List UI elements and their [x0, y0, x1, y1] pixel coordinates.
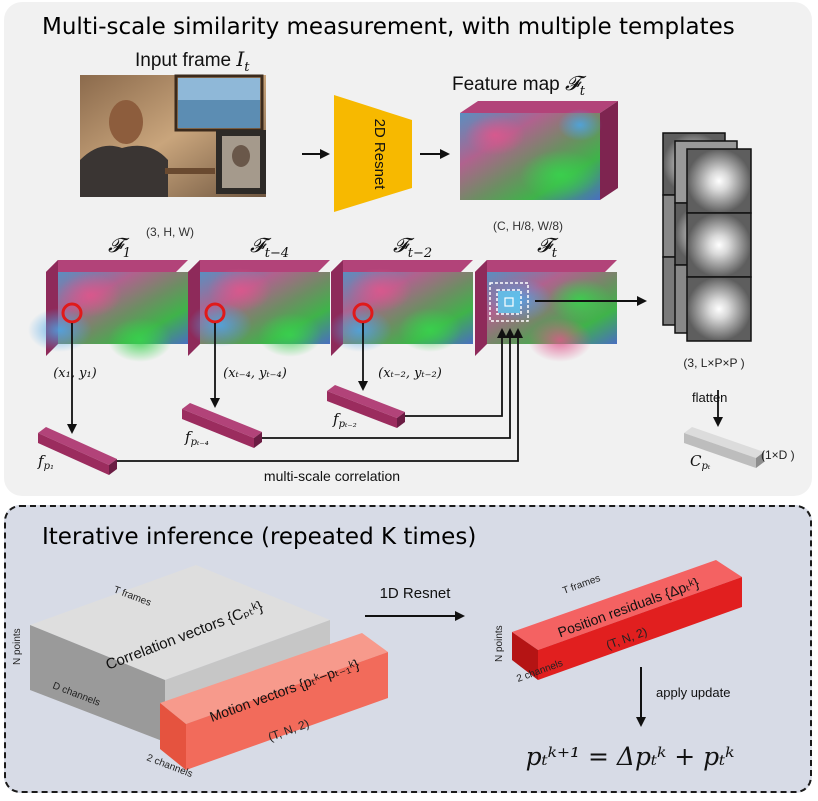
- inference-title: Iterative inference (repeated K times): [42, 524, 477, 550]
- template-point-marker-1: [61, 302, 83, 324]
- resnet-1d-label: 1D Resnet: [380, 585, 452, 602]
- correlation-map-3: [686, 148, 752, 342]
- coord-label-t-4: (xₜ₋₄, yₜ₋₄): [223, 366, 287, 381]
- residual-t-frames-label: T frames: [561, 573, 602, 597]
- correlation-shape-label: (3, L×P×P ): [683, 356, 744, 370]
- motion-vectors-block: [160, 633, 388, 770]
- template-label-t-4: fpₜ₋₄: [184, 428, 209, 448]
- multiscale-windows: [489, 282, 529, 322]
- feature-map-label-t-2: 𝓕t−2: [393, 233, 432, 261]
- template-point-marker-t-2: [352, 302, 374, 324]
- feature-map-label-1: 𝓕1: [108, 233, 131, 261]
- feature-map-t-2: [328, 260, 473, 356]
- feature-map-label-t-4: 𝓕t−4: [250, 233, 289, 261]
- template-bar-t-4: [182, 403, 262, 448]
- multiscale-correlation-label: multi-scale correlation: [264, 468, 400, 484]
- template-label-1: fp₁: [37, 452, 54, 472]
- update-equation: pₜᵏ⁺¹ = Δpₜᵏ + pₜᵏ: [526, 742, 735, 771]
- template-bar-1: [38, 427, 117, 475]
- feature-map-label: Feature map 𝓕t: [452, 71, 587, 99]
- feature-map-label-t: 𝓕t: [537, 233, 559, 261]
- template-label-t-2: fpₜ₋₂: [332, 410, 357, 430]
- correlation-connections: [117, 328, 523, 462]
- correlation-vector-bar: [684, 427, 764, 468]
- correlation-vector-shape: (1×D ): [761, 448, 795, 462]
- template-bar-t-2: [327, 385, 405, 428]
- correlation-vector-label: Cpₜ: [690, 452, 711, 472]
- coord-label-t-2: (xₜ₋₂, yₜ₋₂): [378, 366, 442, 381]
- feature-map-1: [28, 260, 188, 362]
- template-point-marker-t-4: [204, 302, 226, 324]
- feature-shape-label: (C, H/8, W/8): [493, 219, 563, 233]
- flatten-label: flatten: [692, 390, 727, 405]
- resnet-2d-block: [334, 95, 412, 212]
- position-residuals-block: [512, 560, 742, 680]
- feature-map-t-4: [188, 260, 330, 357]
- query-region-highlight: [498, 291, 520, 313]
- apply-update-label: apply update: [656, 685, 730, 700]
- n-points-label: N points: [12, 628, 23, 665]
- input-frame-label: Input frame It: [135, 47, 250, 75]
- similarity-title: Multi-scale similarity measurement, with…: [42, 14, 735, 40]
- coord-label-1: (x₁, y₁): [53, 366, 97, 381]
- input-shape-label: (3, H, W): [146, 225, 194, 239]
- resnet-2d-label: 2D Resnet: [371, 119, 388, 191]
- input-frame-image: [80, 74, 266, 197]
- feature-map-block: [460, 101, 618, 200]
- correlation-map-stack: [662, 132, 752, 342]
- residual-n-points-label: N points: [494, 625, 505, 662]
